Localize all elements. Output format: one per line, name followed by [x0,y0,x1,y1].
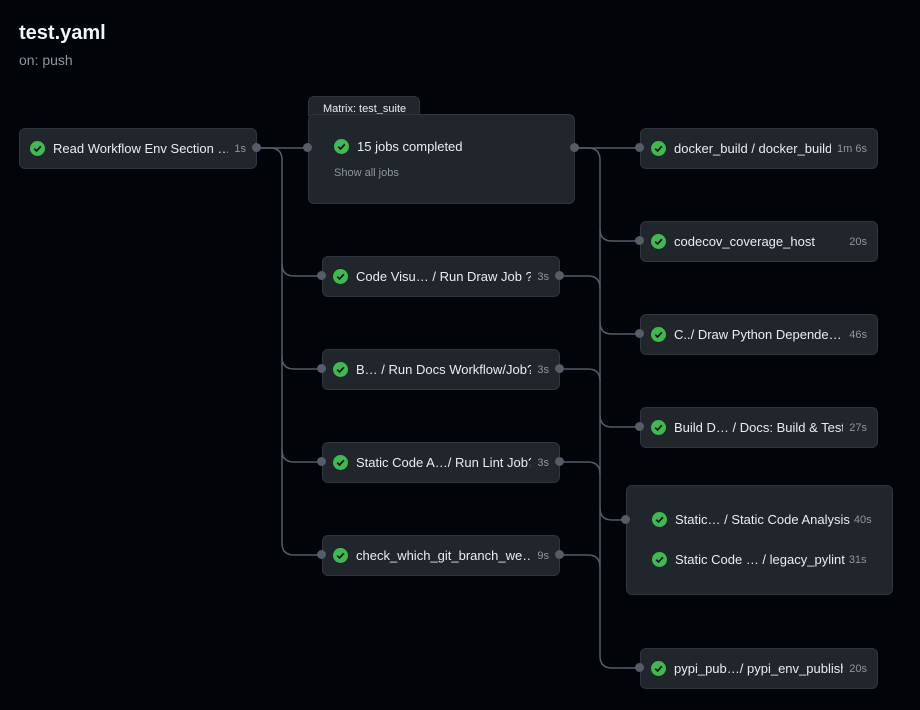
job-name: Build D… / Docs: Build & Test [674,420,844,435]
matrix-tab: Matrix: test_suite [308,96,420,116]
success-check-icon [651,234,666,249]
job-python-deps[interactable]: C../ Draw Python Depende… 46s [640,314,878,355]
success-check-icon [651,661,666,676]
success-check-icon [651,420,666,435]
job-duration: 1s [234,142,246,155]
job-name: B… / Run Docs Workflow/Job? [356,362,532,377]
job-duration: 1m 6s [837,142,867,155]
connector-dot [317,550,326,559]
job-docs-build[interactable]: Build D… / Docs: Build & Test 27s [640,407,878,448]
connector-dot [555,364,564,373]
connector-dot [555,457,564,466]
connector-dot [317,457,326,466]
job-duration: 40s [853,513,872,526]
connector-dot [621,515,630,524]
job-codecov[interactable]: codecov_coverage_host 20s [640,221,878,262]
static-code-group [626,485,893,595]
job-name: codecov_coverage_host [674,234,815,249]
job-name: check_which_git_branch_we… [356,548,532,563]
matrix-summary-text: 15 jobs completed [357,139,463,154]
job-name: docker_build / docker_build [674,141,832,156]
job-duration: 3s [537,270,549,283]
success-check-icon [651,141,666,156]
job-duration: 31s [848,553,867,566]
connector-dot [635,422,644,431]
connector-dot [317,271,326,280]
job-name: Static… / Static Code Analysis [675,512,850,527]
job-git-branch[interactable]: check_which_git_branch_we… 9s [322,535,560,576]
job-name: C../ Draw Python Depende… [674,327,842,342]
success-check-icon [652,512,667,527]
job-name: Static Code A…/ Run Lint Job? [356,455,532,470]
connector-dot [252,143,261,152]
connector-dot [635,236,644,245]
connector-dot [317,364,326,373]
success-check-icon [333,455,348,470]
job-lint[interactable]: Static Code A…/ Run Lint Job? 3s [322,442,560,483]
connector-dot [555,271,564,280]
workflow-title: test.yaml [19,22,106,44]
job-pypi-publish[interactable]: pypi_pub…/ pypi_env_publish 20s [640,648,878,689]
job-code-visu[interactable]: Code Visu… / Run Draw Job ? 3s [322,256,560,297]
connector-dot [570,143,579,152]
job-duration: 46s [849,328,867,341]
success-check-icon [333,362,348,377]
connector-dot [303,143,312,152]
job-docker-build[interactable]: docker_build / docker_build 1m 6s [640,128,878,169]
workflow-trigger: on: push [19,52,73,68]
job-duration: 9s [537,549,549,562]
job-legacy-pylint[interactable]: Static Code … / legacy_pylint 31s [652,552,867,567]
connector-dot [635,329,644,338]
connector-dot [555,550,564,559]
matrix-group [308,114,575,204]
job-name: pypi_pub…/ pypi_env_publish [674,661,844,676]
job-name: Static Code … / legacy_pylint [675,552,845,567]
success-check-icon [334,139,349,154]
job-static-code-analysis[interactable]: Static… / Static Code Analysis 40s [652,512,872,527]
show-all-jobs-link[interactable]: Show all jobs [334,167,399,179]
job-duration: 20s [849,662,867,675]
success-check-icon [333,269,348,284]
job-duration: 3s [537,456,549,469]
job-duration: 3s [537,363,549,376]
job-read-workflow-env[interactable]: Read Workflow Env Section … 1s [19,128,257,169]
connector-dot [635,663,644,672]
success-check-icon [30,141,45,156]
job-duration: 27s [849,421,867,434]
job-name: Read Workflow Env Section … [53,141,229,156]
matrix-summary: 15 jobs completed [334,139,463,154]
job-docs-workflow[interactable]: B… / Run Docs Workflow/Job? 3s [322,349,560,390]
connector-dot [635,143,644,152]
success-check-icon [652,552,667,567]
job-duration: 20s [849,235,867,248]
success-check-icon [333,548,348,563]
job-name: Code Visu… / Run Draw Job ? [356,269,532,284]
success-check-icon [651,327,666,342]
